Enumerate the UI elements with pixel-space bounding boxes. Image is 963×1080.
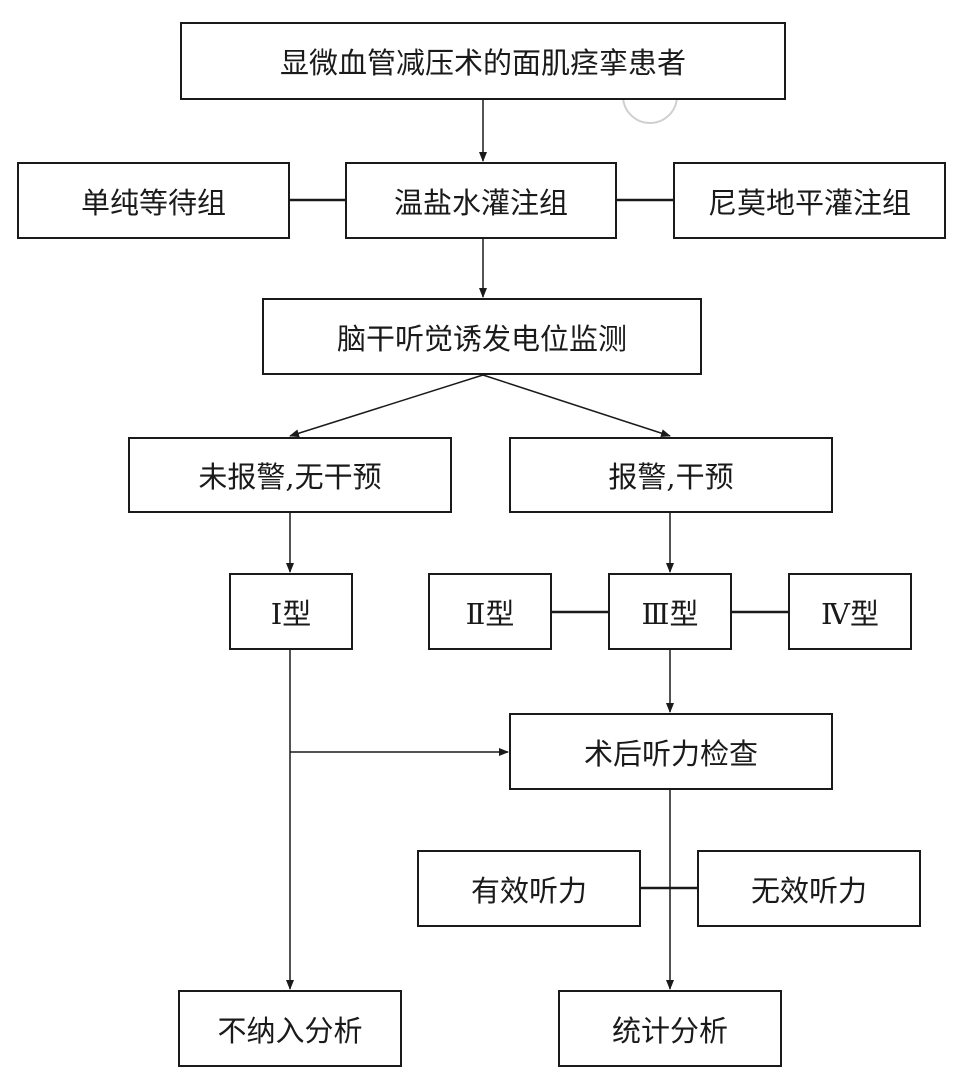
node-type4: Ⅳ型: [788, 573, 912, 650]
node-wait-group: 单纯等待组: [17, 162, 290, 239]
node-type2: Ⅱ型: [428, 573, 552, 650]
node-effective-hearing: 有效听力: [417, 850, 641, 927]
node-nimodipine-group: 尼莫地平灌注组: [673, 162, 946, 239]
node-no-alarm: 未报警,无干预: [128, 437, 452, 513]
arrow-baep-to-alarm: [482, 374, 671, 438]
node-ineffective-hearing: 无效听力: [697, 850, 921, 927]
node-saline-group: 温盐水灌注组: [345, 162, 617, 239]
node-statistics: 统计分析: [558, 990, 782, 1067]
node-alarm: 报警,干预: [509, 437, 833, 513]
node-postop-hearing: 术后听力检查: [509, 713, 833, 790]
arrow-baep-to-no-alarm: [289, 374, 484, 438]
node-type1: Ⅰ型: [229, 573, 353, 650]
node-type3: Ⅲ型: [608, 573, 732, 650]
node-excluded: 不纳入分析: [178, 990, 402, 1067]
node-baep-monitoring: 脑干听觉诱发电位监测: [262, 298, 702, 375]
node-patients: 显微血管减压术的面肌痉挛患者: [180, 22, 786, 100]
